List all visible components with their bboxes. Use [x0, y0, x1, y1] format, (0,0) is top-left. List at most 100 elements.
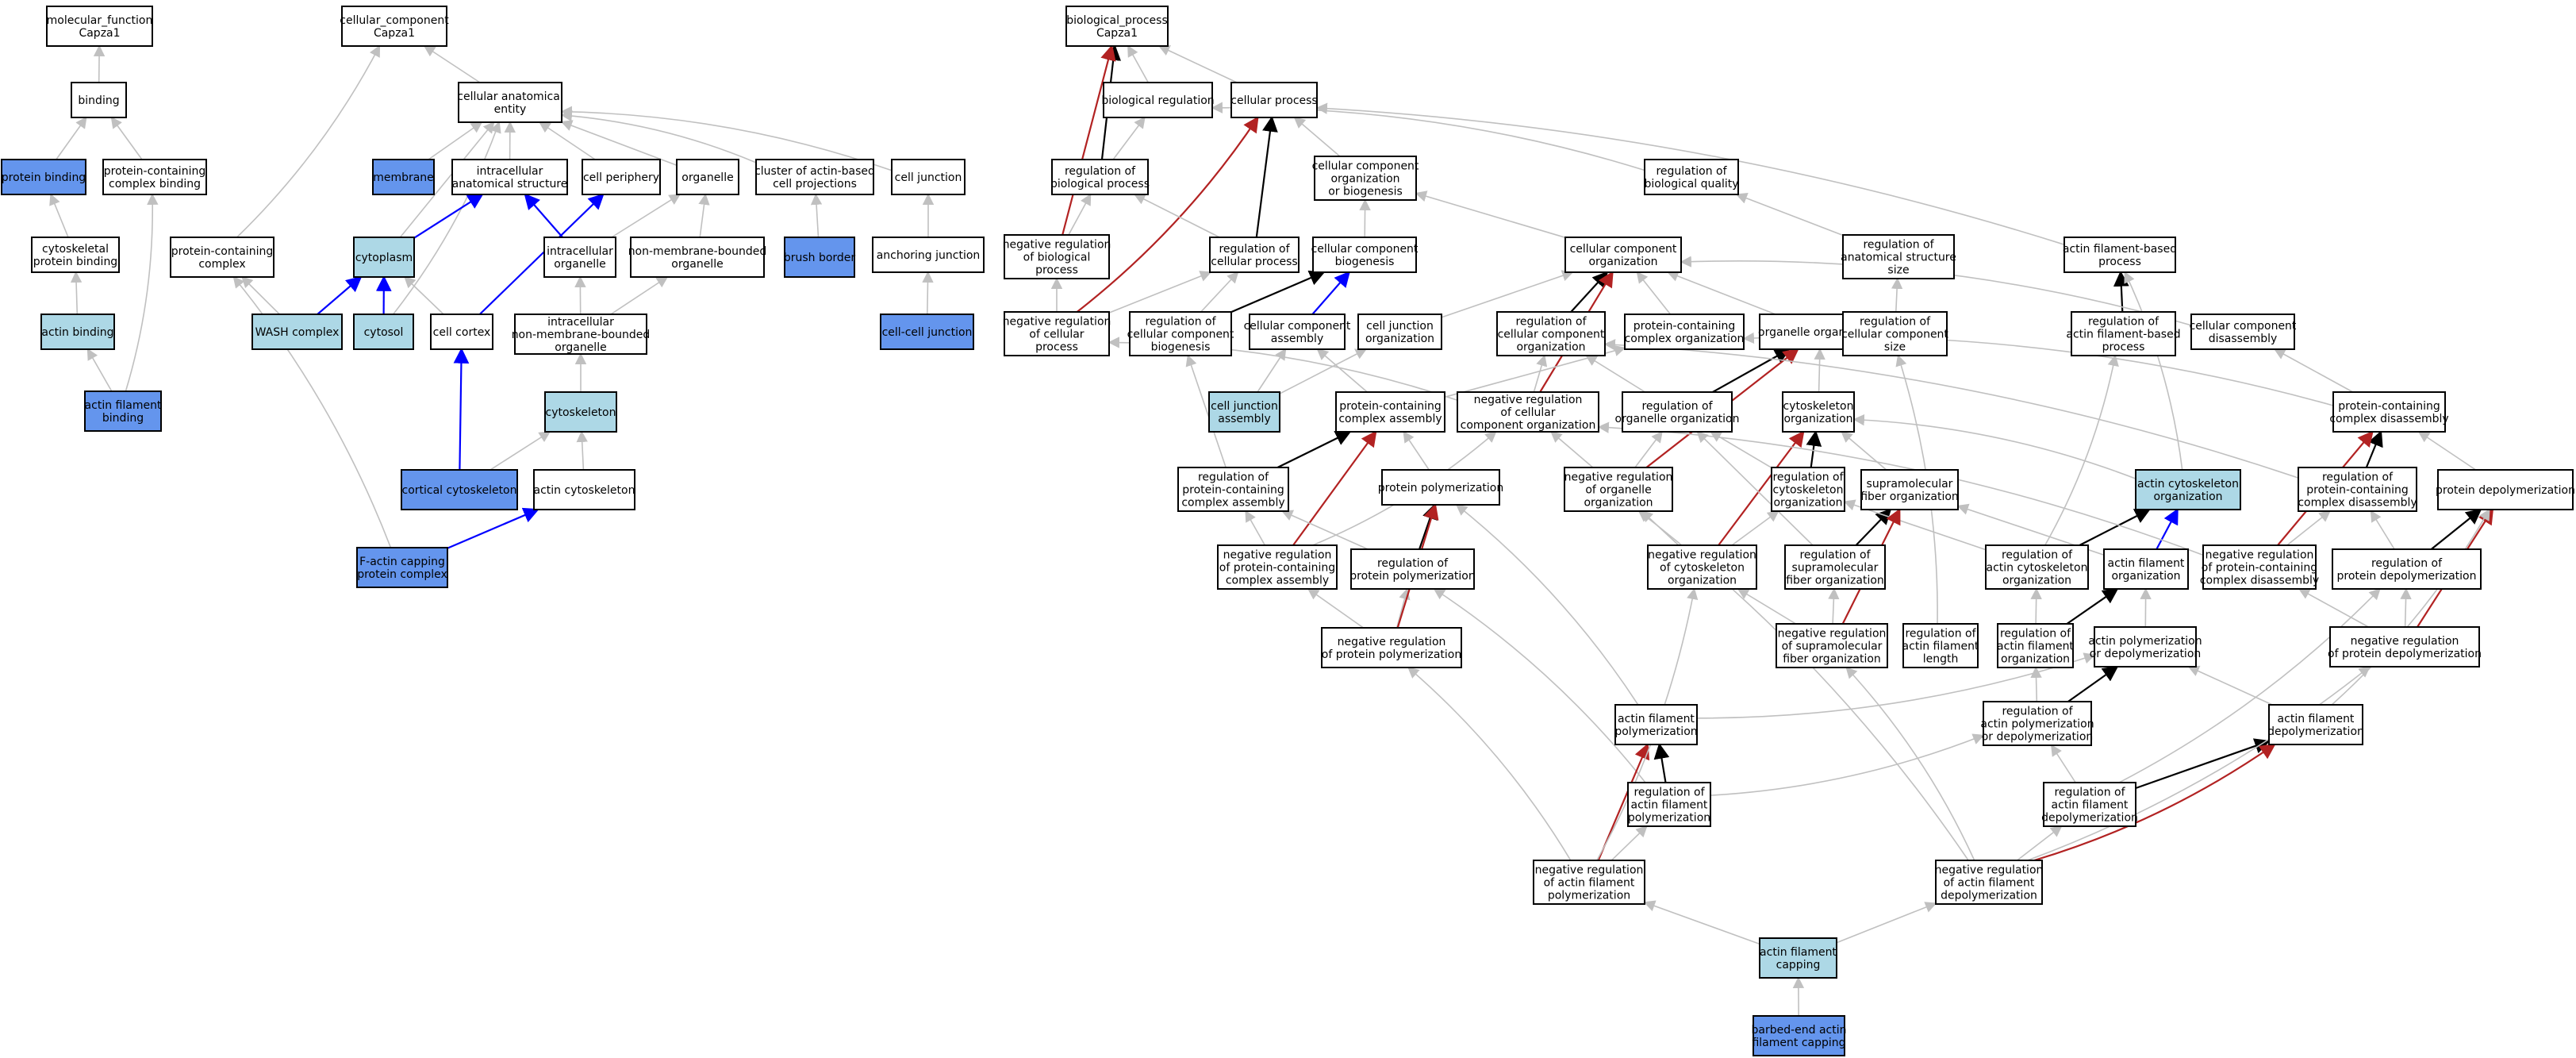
go-term-node-organelle[interactable]: organelle [676, 159, 739, 195]
go-term-node-pdepoly[interactable]: protein depolymerization [2436, 469, 2575, 510]
edge-neg_bp-to-bp [1061, 44, 1116, 236]
go-term-node-protein-binding[interactable]: protein binding [1, 159, 86, 195]
node-box [353, 314, 414, 350]
go-term-node-anchoring[interactable]: anchoring junction [872, 237, 985, 273]
go-term-node-cellproc[interactable]: cellular process [1230, 82, 1318, 118]
node-label-line: negative regulation [2351, 635, 2459, 648]
go-term-node-inmbo[interactable]: intracellularnon-membrane-boundedorganel… [512, 314, 651, 355]
go-term-node-brush[interactable]: brush border [784, 237, 856, 278]
go-term-node-actin-cyto[interactable]: actin cytoskeleton [533, 469, 635, 510]
node-label-line: anchoring junction [877, 249, 981, 262]
go-term-node-ppoly[interactable]: protein polymerization [1378, 469, 1503, 506]
go-term-node-membrane[interactable]: membrane [372, 159, 435, 195]
go-term-node-periphery[interactable]: cell periphery [582, 159, 661, 195]
go-term-node-actin-binding[interactable]: actin binding [40, 314, 115, 350]
go-term-node-ccj[interactable]: cell-cell junction [880, 314, 974, 350]
node-label-line: actin binding [41, 326, 113, 339]
edge-cluster-to-cae [560, 110, 757, 164]
go-term-node-cytosol[interactable]: cytosol [353, 314, 414, 350]
go-term-node-binding[interactable]: binding [71, 82, 127, 118]
go-term-node-cytoskeleton[interactable]: cytoskeleton [544, 391, 617, 433]
go-term-node-cortex[interactable]: cell cortex [430, 314, 493, 350]
go-term-node-bioreg[interactable]: biological regulation [1101, 82, 1215, 118]
go-term-node-wash[interactable]: WASH complex [251, 314, 343, 350]
go-term-node-cell-junction[interactable]: cell junction [891, 159, 966, 195]
node-box [71, 82, 127, 118]
node-box [2063, 237, 2176, 273]
edge-ic_org-to-organelle [611, 194, 681, 238]
edge-cja-to-cca [1257, 348, 1287, 393]
go-term-node-cytoplasm[interactable]: cytoplasm [353, 237, 415, 278]
edge-cytoplasm-to-ias [413, 193, 484, 239]
go-term-node-cort-cyto[interactable]: cortical cytoskeleton [401, 469, 518, 510]
